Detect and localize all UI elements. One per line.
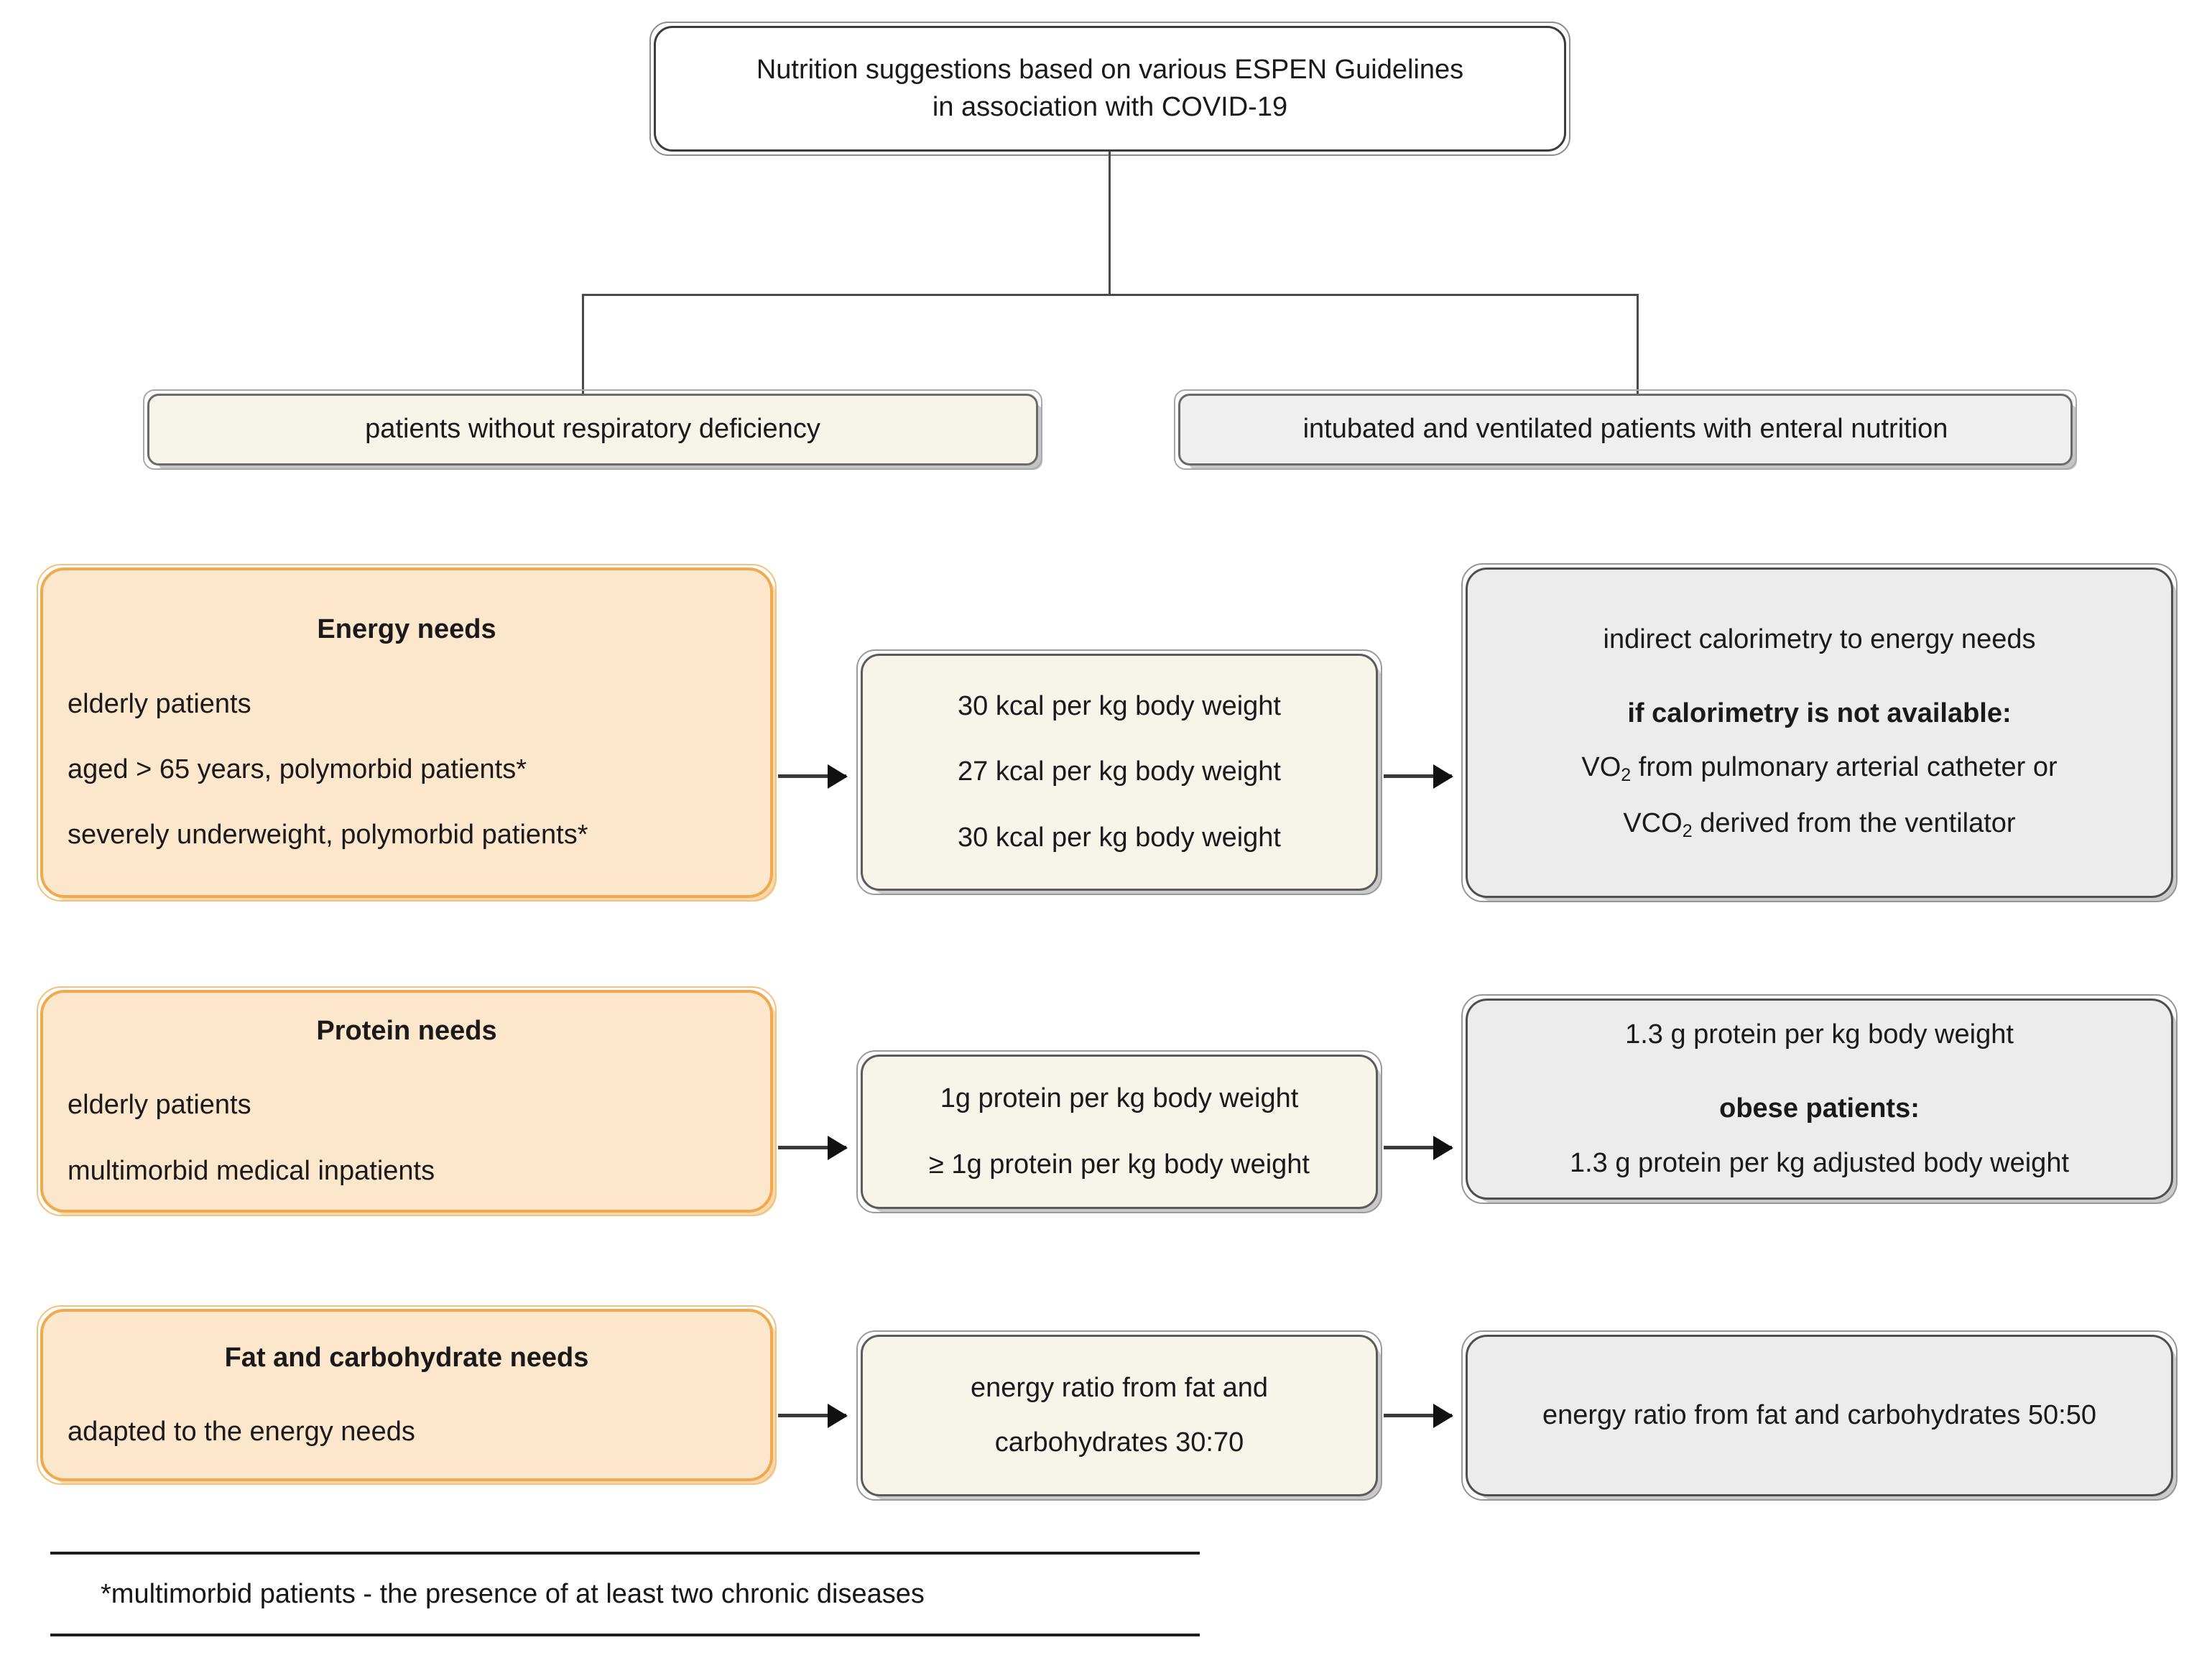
category-fat-carb-item-1: adapted to the energy needs [68,1417,415,1447]
chart-title-box: Nutrition suggestions based on various E… [649,22,1570,156]
right-energy-line-3-post: derived from the ventilator [1692,808,2016,839]
arrow-protein-right [1384,1146,1452,1149]
arrow-protein-left [778,1146,846,1149]
middle-fat-carb-item-1: energy ratio from fat and [971,1373,1268,1404]
middle-energy-item-3: 30 kcal per kg body weight [958,822,1281,853]
right-box-energy: indirect calorimetry to energy needs if … [1461,563,2178,902]
middle-energy-item-1: 30 kcal per kg body weight [958,691,1281,722]
middle-fat-carb-item-2: carbohydrates 30:70 [994,1427,1244,1458]
middle-protein-item-1: 1g protein per kg body weight [940,1083,1299,1114]
category-energy-heading: Energy needs [317,614,496,645]
arrow-energy-left [778,774,846,778]
footnote-box: *multimorbid patients - the presence of … [50,1552,1200,1636]
right-energy-line-2: VO2 from pulmonary arterial catheter or [1489,749,2149,788]
right-energy-line-2-sub: 2 [1621,765,1632,786]
connector-title-stem [1109,152,1111,295]
right-energy-line-3-sub: 2 [1682,821,1693,842]
arrow-fat-carb-right [1384,1414,1452,1417]
category-protein-heading: Protein needs [316,1016,497,1047]
right-energy-line-2-pre: VO [1581,752,1621,783]
right-protein-line-1: 1.3 g protein per kg body weight [1625,1019,2014,1050]
branch-box-right: intubated and ventilated patients with e… [1174,389,2077,470]
category-energy-item-2: aged > 65 years, polymorbid patients* [68,754,527,784]
chart-title-line-2: in association with COVID-19 [932,91,1288,122]
middle-box-fat-carb: energy ratio from fat and carbohydrates … [856,1330,1382,1501]
right-fat-carb-line-1: energy ratio from fat and carbohydrates … [1542,1399,2096,1430]
middle-protein-item-2: ≥ 1g protein per kg body weight [929,1149,1310,1180]
category-energy-item-3: severely underweight, polymorbid patient… [68,820,588,851]
right-protein-line-2: 1.3 g protein per kg adjusted body weigh… [1569,1147,2070,1178]
category-protein-item-1: elderly patients [68,1090,251,1121]
arrow-fat-carb-left [778,1414,846,1417]
connector-branch-right-drop [1637,294,1639,394]
branch-box-left: patients without respiratory deficiency [143,389,1042,470]
right-protein-bold: obese patients: [1719,1093,1920,1124]
right-energy-line-1: indirect calorimetry to energy needs [1603,624,2036,654]
right-energy-bold: if calorimetry is not available: [1627,698,2012,729]
right-box-fat-carb: energy ratio from fat and carbohydrates … [1461,1330,2178,1501]
category-energy-item-1: elderly patients [68,688,251,719]
arrow-energy-right [1384,774,1452,778]
connector-branch-left-drop [582,294,584,394]
right-energy-line-3-pre: VCO [1623,808,1683,839]
category-fat-carb-heading: Fat and carbohydrate needs [224,1342,589,1373]
middle-box-energy: 30 kcal per kg body weight 27 kcal per k… [856,649,1382,895]
branch-left-label: patients without respiratory deficiency [365,414,820,445]
category-protein-item-2: multimorbid medical inpatients [68,1155,435,1186]
middle-box-protein: 1g protein per kg body weight ≥ 1g prote… [856,1050,1382,1213]
right-energy-line-2-post: from pulmonary arterial catheter or [1631,752,2058,783]
right-box-protein: 1.3 g protein per kg body weight obese p… [1461,994,2178,1204]
footnote-text: *multimorbid patients - the presence of … [101,1578,925,1609]
category-box-fat-carb: Fat and carbohydrate needs adapted to th… [37,1305,777,1485]
connector-branch-bar [582,294,1638,296]
branch-right-label: intubated and ventilated patients with e… [1302,414,1948,445]
chart-title-line-1: Nutrition suggestions based on various E… [756,55,1464,85]
right-energy-line-3: VCO2 derived from the ventilator [1489,805,2149,844]
category-box-protein: Protein needs elderly patients multimorb… [37,986,777,1216]
middle-energy-item-2: 27 kcal per kg body weight [958,756,1281,787]
category-box-energy: Energy needs elderly patients aged > 65 … [37,564,777,902]
